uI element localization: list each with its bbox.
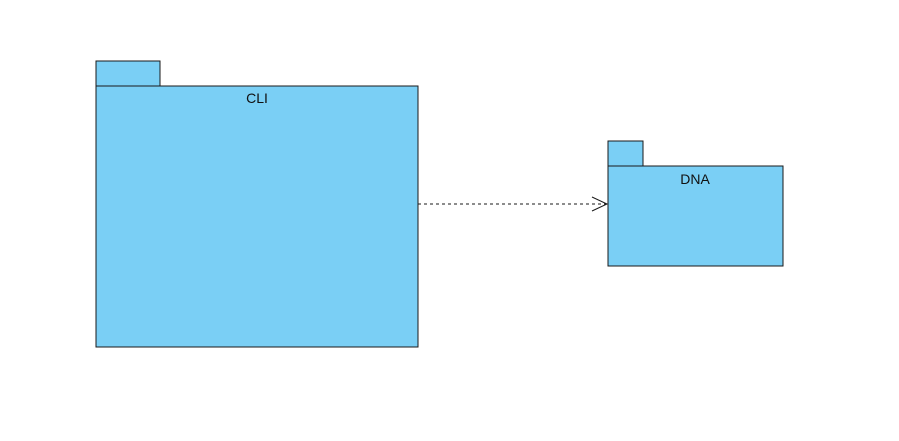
package-cli-label: CLI (246, 90, 268, 106)
open-arrowhead-icon (591, 196, 609, 212)
dependency-arrow-cli-to-dna[interactable] (418, 196, 609, 212)
package-dna[interactable]: DNA (607, 140, 784, 267)
package-dna-body (607, 165, 784, 267)
package-cli-body (95, 85, 419, 348)
package-cli-tab (95, 60, 161, 87)
package-dna-tab (607, 140, 644, 167)
package-cli[interactable]: CLI (95, 60, 419, 348)
package-dna-label: DNA (680, 171, 710, 187)
